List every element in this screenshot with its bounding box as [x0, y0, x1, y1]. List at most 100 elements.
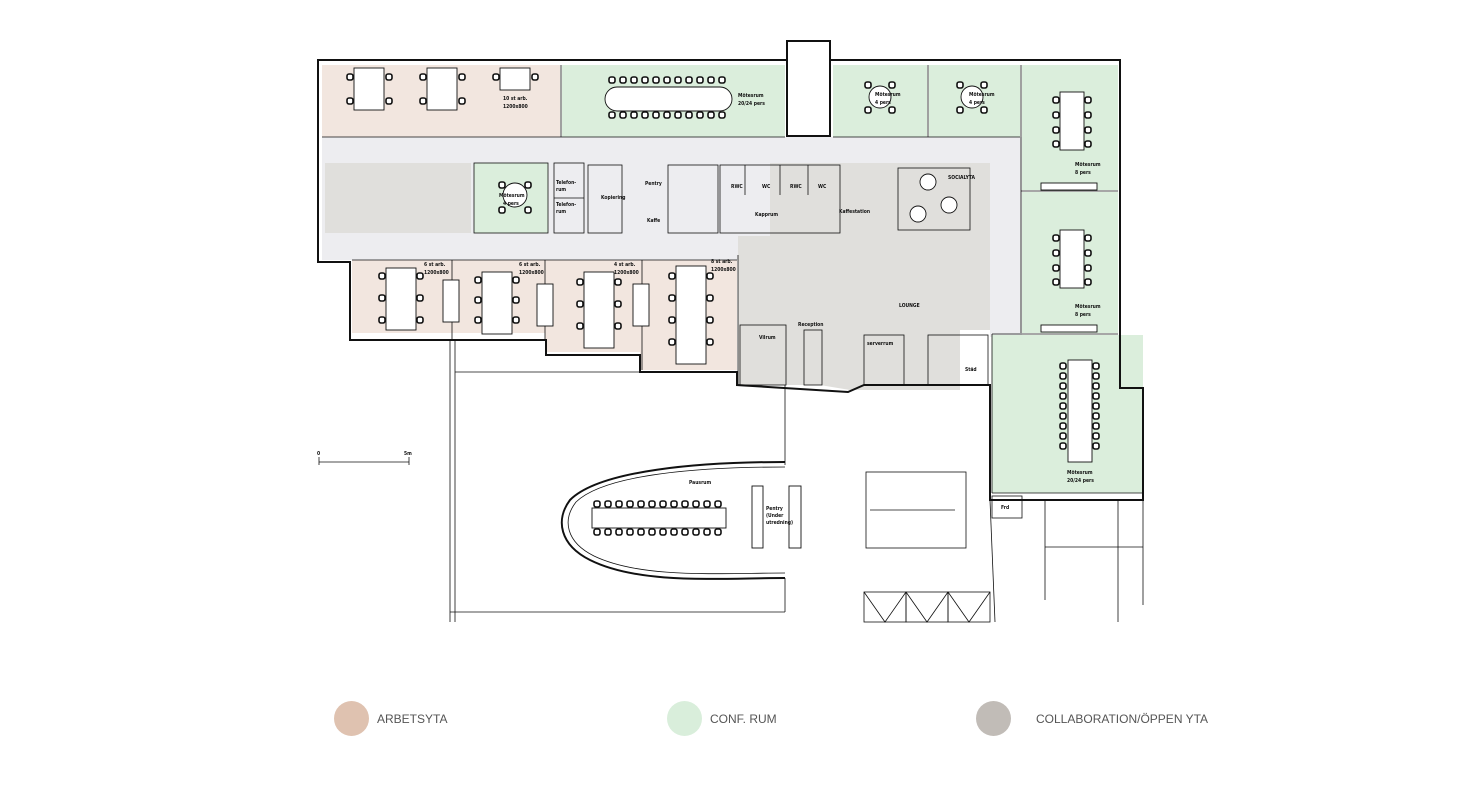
chair [1052, 278, 1060, 286]
chair [576, 278, 584, 286]
chair [1052, 111, 1060, 119]
chair [378, 316, 386, 324]
label-rwc-1: RWC [731, 184, 743, 190]
collab-area-lounge [738, 163, 990, 390]
chair [1084, 234, 1092, 242]
chair [1092, 382, 1100, 390]
chair [1059, 442, 1067, 450]
chair [668, 338, 676, 346]
chair [1092, 442, 1100, 450]
chair [1084, 126, 1092, 134]
chair [1059, 372, 1067, 380]
label-work-b4-size: 1200x800 [711, 267, 736, 273]
label-conf-top-large-cap: 20/24 pers [738, 101, 765, 107]
label-telefon-2: Telefon- [556, 202, 576, 208]
corridor-top [322, 137, 1020, 163]
chair [674, 111, 682, 119]
chair [346, 97, 354, 105]
chair [652, 111, 660, 119]
furniture [346, 67, 1100, 549]
label-conf-8b-cap: 8 pers [1075, 312, 1091, 318]
chair [576, 300, 584, 308]
chair [641, 76, 649, 84]
chair [1092, 372, 1100, 380]
chair [670, 500, 678, 508]
chair [864, 81, 872, 89]
chair [668, 272, 676, 280]
label-pentry: Pentry [645, 181, 662, 187]
label-work-b4: 8 st arb. [711, 259, 733, 265]
legend-label-conf: CONF. RUM [710, 711, 777, 726]
label-conf-4a: Mötesrum [875, 92, 901, 98]
chair [703, 500, 711, 508]
chair [524, 181, 532, 189]
chair [1092, 402, 1100, 410]
chair [1084, 278, 1092, 286]
chair [1092, 412, 1100, 420]
chair [1059, 432, 1067, 440]
chair [668, 294, 676, 302]
label-stad: Städ [965, 367, 977, 373]
floor-plan: 0 5m 10 st arb. 1200x800 Mötesrum 20/24 … [317, 40, 1144, 623]
label-kapprum: Kapprum [755, 212, 778, 218]
chair [498, 181, 506, 189]
chair [416, 294, 424, 302]
chair [1084, 111, 1092, 119]
chair [626, 528, 634, 536]
label-rwc-2: RWC [790, 184, 802, 190]
chair [1059, 422, 1067, 430]
chair [692, 528, 700, 536]
chair [1052, 140, 1060, 148]
chair [706, 338, 714, 346]
legend-item-conf: CONF. RUM [667, 701, 777, 736]
chair [681, 528, 689, 536]
chair [604, 528, 612, 536]
chair [498, 206, 506, 214]
label-telefon-1: Telefon- [556, 180, 576, 186]
label-frd: Frd [1001, 505, 1009, 511]
chair [615, 500, 623, 508]
label-telefon-1b: rum [556, 187, 566, 193]
label-work-b2: 6 st arb. [519, 262, 541, 268]
chair [681, 500, 689, 508]
room-labels: 10 st arb. 1200x800 Mötesrum 20/24 pers … [424, 92, 1101, 526]
label-kopiering: Kopiering [601, 195, 626, 201]
chair [492, 73, 500, 81]
label-conf-top-large: Mötesrum [738, 93, 764, 99]
chair [1084, 264, 1092, 272]
chair [637, 500, 645, 508]
chair [685, 111, 693, 119]
chair [648, 528, 656, 536]
conf-room-right-large [992, 335, 1143, 493]
label-socialyta: SOCIALYTA [948, 175, 976, 181]
chair [1059, 382, 1067, 390]
chair [1059, 402, 1067, 410]
chair [703, 528, 711, 536]
chair [663, 76, 671, 84]
chair [576, 322, 584, 330]
chair [1059, 412, 1067, 420]
chair [692, 500, 700, 508]
chair [980, 81, 988, 89]
chair [524, 206, 532, 214]
chair [696, 76, 704, 84]
chair [608, 76, 616, 84]
chair [663, 111, 671, 119]
chair [1084, 249, 1092, 257]
chair [419, 97, 427, 105]
scale-end: 5m [404, 451, 412, 457]
chair [512, 296, 520, 304]
label-work-b2-size: 1200x800 [519, 270, 544, 276]
chair [614, 322, 622, 330]
label-conf-4c-cap: 4 pers [503, 201, 519, 207]
chair [512, 316, 520, 324]
chair [980, 106, 988, 114]
chair [512, 276, 520, 284]
chair [1092, 422, 1100, 430]
legend-label-arbetsyta: ARBETSYTA [377, 711, 448, 726]
label-conf-4a-cap: 4 pers [875, 100, 891, 106]
room-fills [322, 65, 1143, 493]
chair [696, 111, 704, 119]
chair [614, 278, 622, 286]
label-conf-4b: Mötesrum [969, 92, 995, 98]
